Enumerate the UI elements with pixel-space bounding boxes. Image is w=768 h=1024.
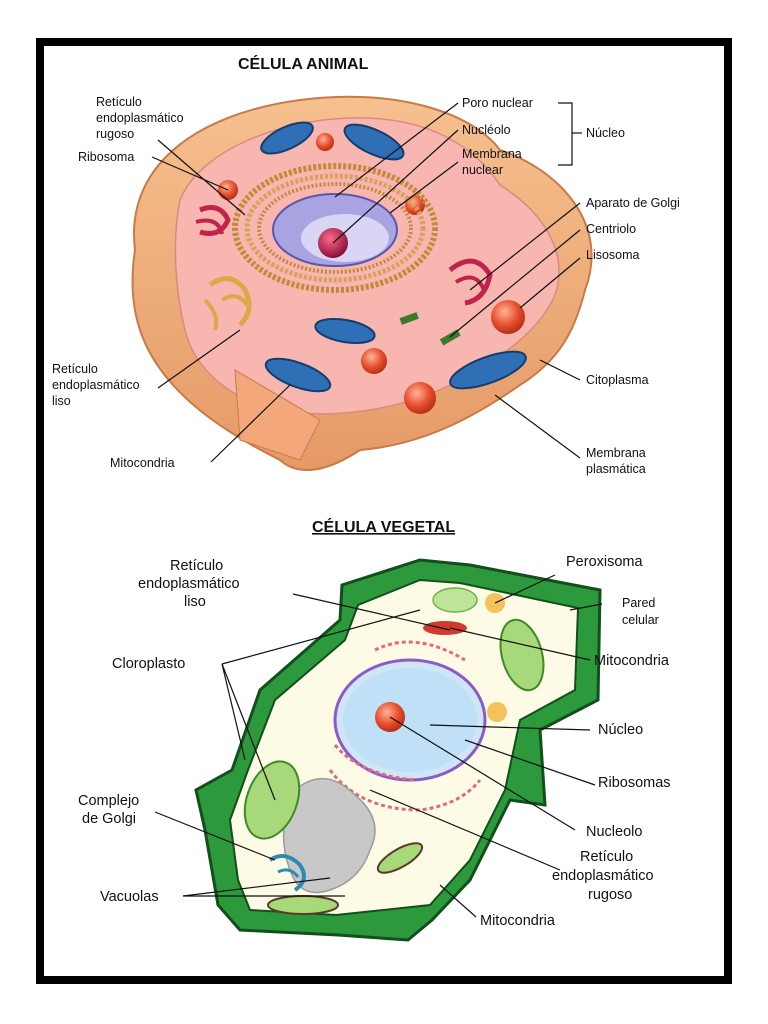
label-rer-animal-2: endoplasmático <box>96 111 184 125</box>
label-ser-plant-1: Retículo <box>170 558 223 574</box>
plant-title: CÉLULA VEGETAL <box>312 517 455 536</box>
label-nucleo-animal: Núcleo <box>586 126 625 140</box>
centrioles <box>399 312 461 346</box>
chloroplasts <box>243 587 545 840</box>
label-pared-1: Pared <box>622 596 655 610</box>
vacuole <box>282 777 376 894</box>
label-membrana-nuclear-2: nuclear <box>462 163 503 177</box>
label-ser-plant-2: endoplasmático <box>138 576 240 592</box>
golgi-plant <box>268 854 306 892</box>
label-ser-plant-3: liso <box>184 594 206 610</box>
label-poro-nuclear: Poro nuclear <box>462 96 533 110</box>
label-rer-plant-3: rugoso <box>588 887 632 903</box>
mitochondria-animal <box>260 121 527 393</box>
label-lisosoma: Lisosoma <box>586 248 640 262</box>
label-mitocondria-animal: Mitocondria <box>110 456 175 470</box>
label-golgi-plant-1: Complejo <box>78 793 139 809</box>
label-golgi-plant-2: de Golgi <box>82 811 136 827</box>
label-membrana-plasmatica-2: plasmática <box>586 462 646 476</box>
label-peroxisoma: Peroxisoma <box>566 554 643 570</box>
label-nucleolo-plant: Nucleolo <box>586 824 642 840</box>
label-nucleolo-animal: Nucléolo <box>462 123 511 137</box>
label-ser-animal-3: liso <box>52 394 71 408</box>
rough-er-animal <box>232 163 438 293</box>
label-vacuolas: Vacuolas <box>100 889 159 905</box>
label-nucleo-plant: Núcleo <box>598 722 643 738</box>
label-pared-2: celular <box>622 613 659 627</box>
label-cloroplasto: Cloroplasto <box>112 656 185 672</box>
plant-cell <box>194 558 602 942</box>
label-ser-animal-2: endoplasmático <box>52 378 140 392</box>
label-rer-animal-1: Retículo <box>96 95 142 109</box>
label-ser-animal-1: Retículo <box>52 362 98 376</box>
mitochondria-plant <box>267 621 467 915</box>
label-rer-plant-1: Retículo <box>580 849 633 865</box>
label-ribosoma: Ribosoma <box>78 150 134 164</box>
animal-label-lines <box>151 102 582 463</box>
label-ribosomas: Ribosomas <box>598 775 671 791</box>
nucleus-animal <box>272 193 398 267</box>
label-mitocondria-plant-bottom: Mitocondria <box>480 913 556 929</box>
label-centriolo: Centriolo <box>586 222 636 236</box>
label-mitocondria-plant-top: Mitocondria <box>594 653 670 669</box>
nucleus-plant <box>333 658 487 782</box>
label-membrana-plasmatica-1: Membrana <box>586 446 646 460</box>
label-membrana-nuclear-1: Membrana <box>462 147 522 161</box>
animal-title: CÉLULA ANIMAL <box>238 54 369 73</box>
label-rer-animal-3: rugoso <box>96 127 134 141</box>
plant-label-lines <box>154 574 603 918</box>
label-rer-plant-2: endoplasmático <box>552 868 654 884</box>
golgi-animal <box>195 205 493 306</box>
animal-cell <box>131 95 593 472</box>
label-citoplasma: Citoplasma <box>586 373 649 387</box>
label-golgi-animal: Aparato de Golgi <box>586 196 680 210</box>
smooth-er-animal <box>203 276 252 331</box>
